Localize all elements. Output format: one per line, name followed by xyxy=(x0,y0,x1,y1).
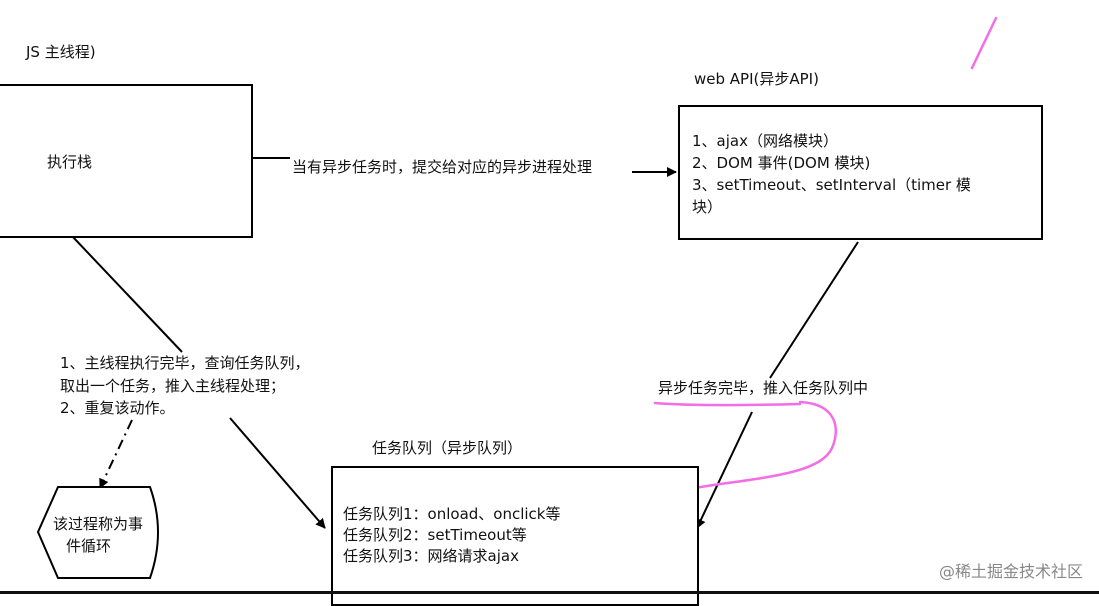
web-api-item: 1、ajax（网络模块） xyxy=(692,132,838,150)
stack-to-queue-arrow xyxy=(229,417,326,529)
loop-note-line: 1、主线程执行完毕，查询任务队列， xyxy=(60,354,310,372)
web-api-item: 块） xyxy=(692,198,723,216)
web-api-item: 3、setTimeout、setInterval（timer 模 xyxy=(692,176,971,194)
event-loop-shape xyxy=(36,486,159,579)
queue-item: 任务队列2：setTimeout等 xyxy=(343,526,527,544)
queue-item: 任务队列3：网络请求ajax xyxy=(343,547,519,565)
queue-title: 任务队列（异步队列） xyxy=(372,439,523,457)
bottom-divider xyxy=(0,591,1099,594)
event-loop-label-line: 该过程称为事 xyxy=(53,515,144,533)
web-api-item: 2、DOM 事件(DOM 模块) xyxy=(692,154,871,172)
pink-stroke-mark xyxy=(970,16,998,70)
webapi-to-queue-arrow xyxy=(696,411,753,529)
watermark: @稀土掘金技术社区 xyxy=(938,562,1083,581)
exec-stack-label: 执行栈 xyxy=(47,153,93,171)
stack-to-queue-line xyxy=(71,235,183,353)
main-thread-title: JS 主线程) xyxy=(26,43,96,61)
loop-note-line: 取出一个任务，推入主线程处理； xyxy=(60,377,286,395)
async-done-label: 异步任务完毕，推入任务队列中 xyxy=(658,379,869,397)
webapi-to-queue-line xyxy=(769,241,859,379)
pink-underline-async-done xyxy=(653,401,802,407)
loop-note-line: 2、重复该动作。 xyxy=(60,399,175,417)
queue-item: 任务队列1：onload、onclick等 xyxy=(343,505,561,523)
submit-label: 当有异步任务时，提交给对应的异步进程处理 xyxy=(292,158,593,176)
web-api-box xyxy=(678,105,1043,240)
event-loop-label-line: 件循环 xyxy=(66,537,112,555)
web-api-title: web API(异步API) xyxy=(694,70,819,88)
exec-stack-box xyxy=(0,84,253,238)
event-loop-dashed-arrow xyxy=(99,419,133,489)
